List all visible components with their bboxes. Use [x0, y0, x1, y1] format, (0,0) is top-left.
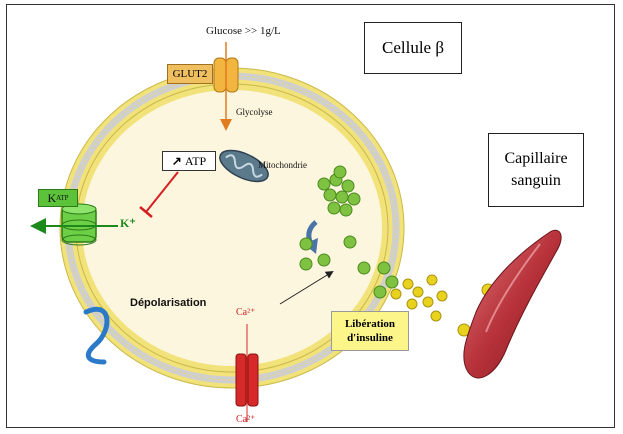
glycolysis-label: Glycolyse [236, 107, 273, 117]
calcium-channel [235, 324, 259, 422]
katp-sub: ATP [56, 194, 69, 202]
capillary-label-line2: sanguin [511, 172, 561, 189]
insulin-granule-cluster [317, 165, 361, 217]
exocytosis-arrow [279, 270, 334, 305]
k-ion-label: K⁺ [120, 216, 136, 230]
atp-label: ATP [184, 153, 207, 168]
insulin-release-line2: d'insuline [347, 332, 393, 344]
insulin-release-box: Libération d'insuline [331, 311, 409, 351]
katp-main: K [47, 190, 57, 205]
depolarisation-wave-icon [83, 306, 110, 365]
atp-box: ↗ ATP [162, 151, 216, 171]
cell-title: Cellule β [382, 38, 444, 57]
glut2-label: GLUT2 [167, 64, 213, 84]
cytoplasm [82, 90, 382, 366]
mitochondria-icon [219, 149, 269, 183]
capillary-label-line1: Capillaire [504, 150, 568, 167]
mitochondria-label: Mitochondrie [258, 160, 307, 170]
inhibition-bar [139, 206, 153, 218]
glucose-label: Glucose >> 1g/L [206, 25, 281, 37]
insulin-granules-free [299, 235, 399, 299]
katp-channel [61, 203, 97, 246]
arrow-up-right-icon: ↗ [171, 153, 182, 168]
glut2-transporter [213, 57, 239, 93]
calcium-inside-label: Ca²⁺ [236, 307, 256, 318]
calcium-outside-label: Ca²⁺ [236, 414, 256, 425]
cell-title-box: Cellule β [364, 22, 462, 74]
depolarisation-label: Dépolarisation [130, 297, 207, 309]
insulin-release-line1: Libération [344, 318, 396, 330]
figure-border [6, 4, 615, 428]
blood-capillary [463, 229, 562, 379]
glut2-text: GLUT2 [172, 68, 208, 80]
inhibition-arrow [145, 171, 179, 213]
capillary-label-box: Capillaire sanguin [488, 133, 584, 207]
